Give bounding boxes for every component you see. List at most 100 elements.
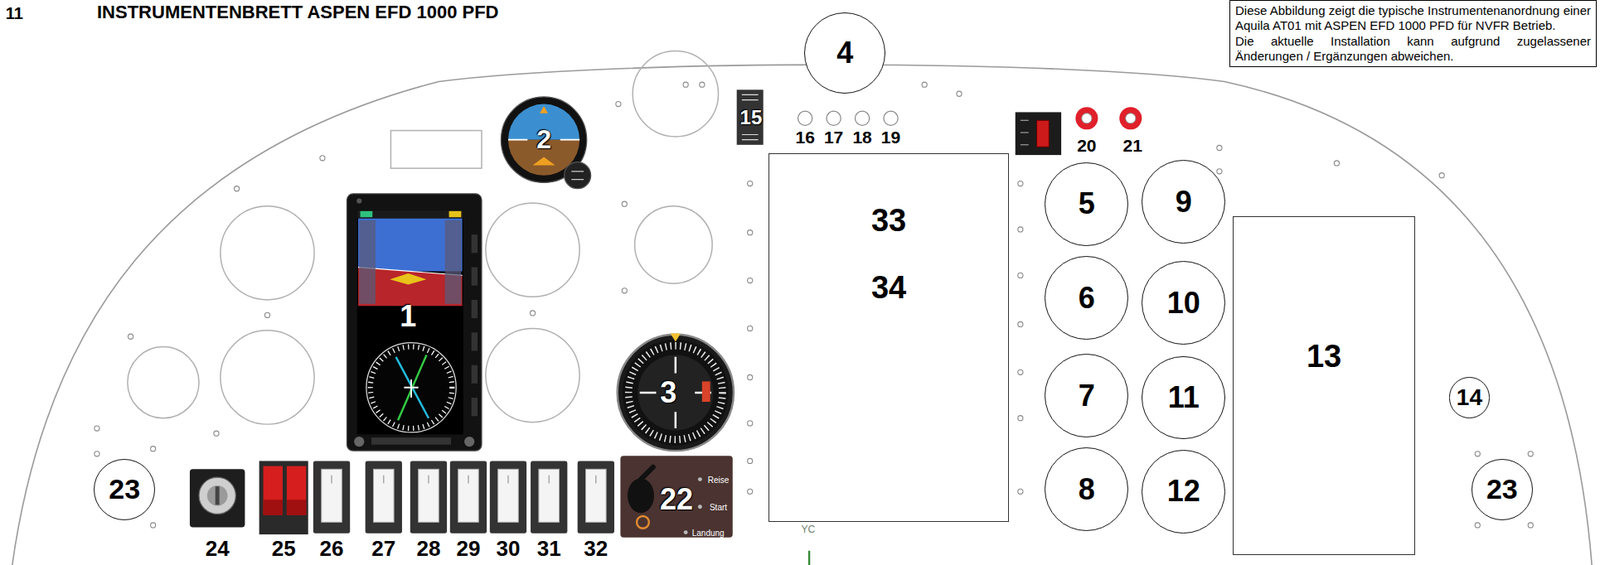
breaker-ring [1119, 106, 1142, 130]
rocker-plate [577, 460, 615, 534]
callout-number: 17 [824, 128, 844, 148]
screw-hole [1474, 523, 1480, 529]
callout-number: 26 [320, 537, 345, 562]
rocker-plate [530, 460, 568, 534]
screw-hole [1216, 169, 1222, 175]
callout-number: 6 [1078, 281, 1096, 316]
screw-hole [1439, 173, 1445, 179]
screw-hole [683, 82, 689, 88]
callout-number: 7 [1078, 379, 1096, 413]
panel-marking: Start [709, 502, 728, 512]
callout-number: 25 [271, 537, 296, 562]
callout-circle: 9 [1141, 160, 1226, 244]
screw-hole [150, 446, 156, 452]
screw-hole [1018, 321, 1024, 327]
screw-hole [1018, 227, 1024, 233]
flap-led [683, 530, 689, 535]
callout-number: 11 [5, 4, 24, 23]
callout-circle: 10 [1141, 261, 1226, 345]
note-text: Die aktuelle Installation kann aufgrund … [1235, 33, 1591, 65]
screw-hole [1018, 181, 1024, 187]
screw-hole [747, 489, 753, 495]
instrument-hole [485, 328, 580, 422]
callout-circle: 11 [1141, 356, 1226, 441]
panel-marking: Reise [707, 475, 730, 485]
pfd-aircraft-symbol [389, 273, 427, 286]
breaker-ring [1075, 106, 1098, 130]
pfd-button [471, 300, 478, 319]
callout-number: 22 [659, 483, 694, 517]
pfd-button [471, 365, 478, 384]
pfd-button [471, 397, 478, 417]
callout-circle: 12 [1141, 450, 1226, 534]
callout-number: 5 [1078, 187, 1096, 221]
attitude-pointer [539, 106, 548, 114]
screw-hole [1333, 160, 1339, 166]
master-rocker-shade [263, 499, 283, 515]
breaker-center [1081, 113, 1092, 124]
screw-hole [233, 186, 239, 192]
callout-number: 2 [536, 125, 552, 155]
green-mark [808, 551, 810, 565]
rocker-switches [313, 460, 615, 534]
instrument-hole [127, 347, 199, 419]
screw-hole [1018, 369, 1024, 375]
callout-number: 4 [836, 36, 854, 70]
instrument-box: 3334 [768, 153, 1010, 524]
master-rocker [286, 466, 306, 516]
screw-hole [94, 426, 100, 432]
screw-hole [1527, 451, 1533, 457]
callout-number: 31 [537, 537, 562, 562]
pfd-screen [357, 210, 464, 436]
warning-lamp [854, 111, 869, 126]
screw-hole [615, 101, 621, 107]
callout-number: 3 [659, 376, 677, 410]
master-rocker-shade [286, 499, 306, 515]
elt-switch [1037, 120, 1050, 147]
breaker-center [1125, 113, 1136, 124]
flap-panel [620, 455, 733, 538]
callout-number: 18 [852, 128, 872, 148]
callout-number: 16 [795, 128, 815, 148]
panel-marking: Landung [692, 528, 725, 538]
key-cylinder [207, 485, 228, 507]
rocker-plate [410, 460, 447, 534]
warning-lamp [883, 111, 898, 126]
screw-hole [921, 82, 927, 88]
elt-marks [1020, 120, 1029, 146]
callout-number: 27 [371, 537, 396, 562]
screw-hole [747, 230, 753, 236]
callout-number: 12 [1167, 475, 1201, 509]
callout-number: 19 [881, 128, 901, 148]
screw-hole [1216, 145, 1222, 151]
screw-hole [320, 155, 325, 161]
callout-circle: 14 [1449, 377, 1490, 418]
screw-hole [747, 325, 753, 331]
pfd-buttons [371, 437, 451, 446]
hsi-face [622, 339, 729, 447]
master-rocker [263, 466, 283, 516]
callout-number: 14 [1456, 385, 1483, 412]
hsi-card [637, 354, 713, 431]
warning-lamp [798, 111, 813, 126]
cutout-rect [390, 130, 482, 170]
screw-hole [1018, 489, 1024, 495]
screw-hole [956, 91, 962, 97]
attitude-knob [564, 162, 592, 190]
pfd-needle [397, 354, 427, 421]
key-slot [215, 486, 220, 505]
note-box: Diese Abbildung zeigt die typische Instr… [1229, 0, 1597, 68]
callout-circle: 4 [804, 12, 886, 94]
hsi-bezel [617, 334, 734, 451]
pfd-needle [396, 357, 429, 419]
pfd-marker [449, 211, 462, 218]
callout-circle: 23 [93, 459, 156, 521]
screw-hole [699, 82, 705, 88]
attitude-knob-marks [571, 171, 584, 180]
rocker-plate [450, 460, 487, 534]
screw-hole [127, 334, 133, 340]
pfd-side-buttons [471, 234, 478, 417]
screw-hole [621, 288, 627, 294]
callout-number: 30 [496, 537, 521, 562]
instrument-box: 13 [1232, 216, 1416, 556]
